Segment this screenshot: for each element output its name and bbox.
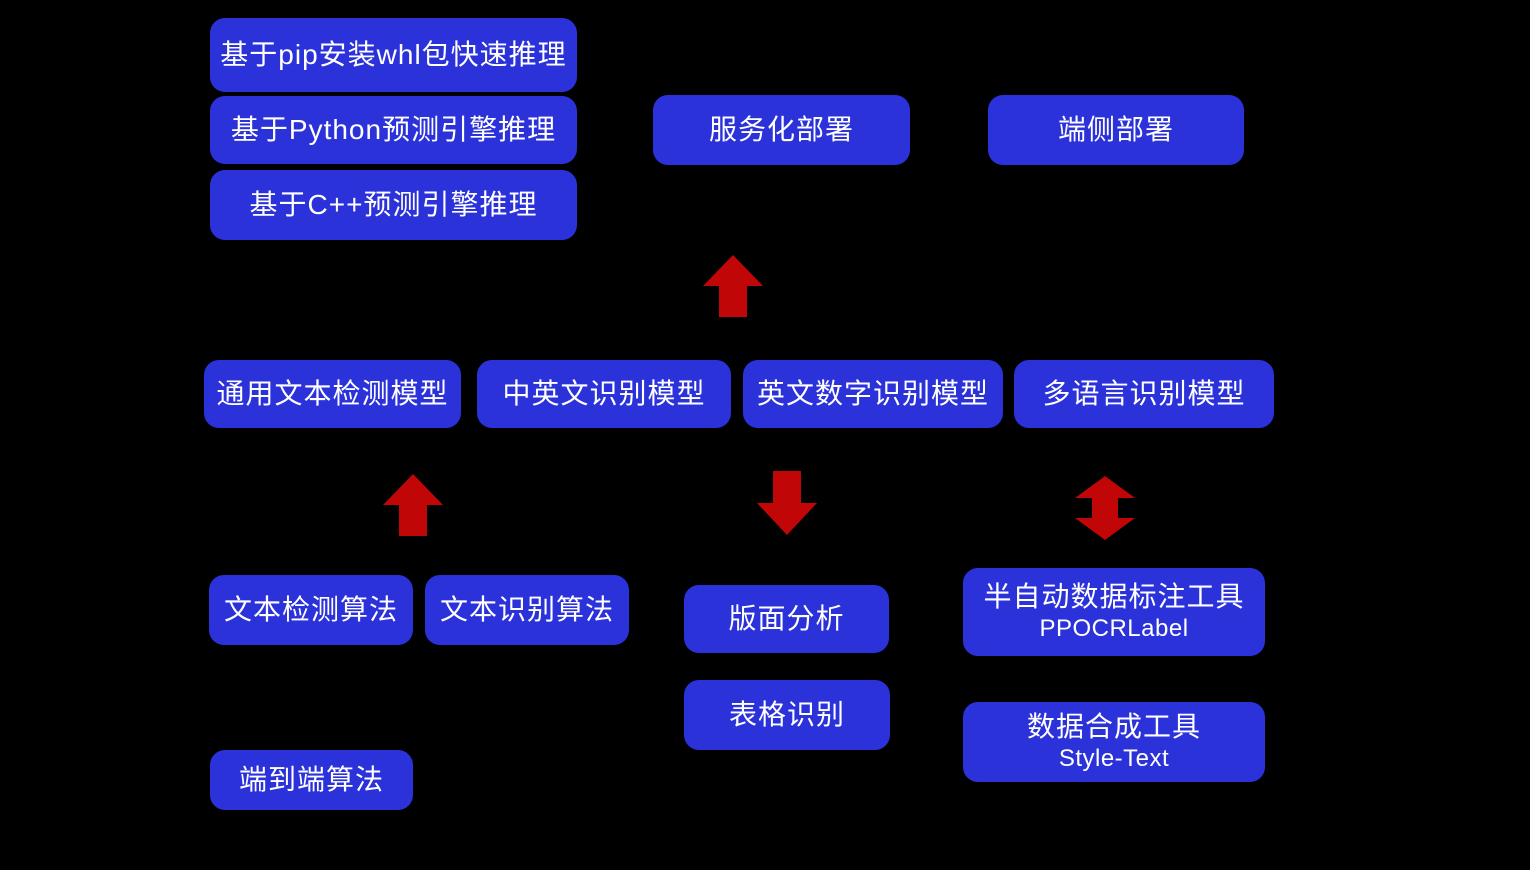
node-serving-deployment: 服务化部署 [653,95,910,165]
node-zh-en-recognition-model: 中英文识别模型 [477,360,731,428]
node-general-text-detection-model: 通用文本检测模型 [204,360,461,428]
node-pip-whl-inference: 基于pip安装whl包快速推理 [210,18,577,92]
node-text-detection-algorithm: 文本检测算法 [209,575,413,645]
node-label: 服务化部署 [708,114,854,146]
up-arrow-icon [383,474,443,536]
node-label: 版面分析 [728,603,845,635]
node-sublabel: Style-Text [1058,745,1170,773]
node-label: 基于Python预测引擎推理 [230,114,557,146]
node-label: 多语言识别模型 [1042,378,1246,410]
node-cpp-engine-inference: 基于C++预测引擎推理 [210,170,577,240]
node-layout-analysis: 版面分析 [684,585,889,653]
node-label: 半自动数据标注工具 [983,580,1245,612]
up-down-arrow-icon [1075,476,1135,540]
node-end-to-end-algorithm: 端到端算法 [210,750,413,810]
node-label: 表格识别 [728,699,845,731]
node-label: 中英文识别模型 [502,378,706,410]
node-label: 端到端算法 [238,764,384,796]
node-sublabel: PPOCRLabel [1039,615,1189,643]
node-label: 基于pip安装whl包快速推理 [220,39,567,71]
node-label: 基于C++预测引擎推理 [249,189,538,221]
node-label: 端侧部署 [1057,114,1174,146]
node-en-number-recognition-model: 英文数字识别模型 [743,360,1003,428]
node-table-recognition: 表格识别 [684,680,890,750]
node-label: 通用文本检测模型 [216,378,449,410]
node-label: 文本检测算法 [223,594,398,626]
node-edge-deployment: 端侧部署 [988,95,1244,165]
node-python-engine-inference: 基于Python预测引擎推理 [210,96,577,164]
node-label: 文本识别算法 [439,594,614,626]
node-multilingual-recognition-model: 多语言识别模型 [1014,360,1274,428]
node-label: 英文数字识别模型 [756,378,989,410]
node-semiauto-labeling-tool-ppocrlabel: 半自动数据标注工具 PPOCRLabel [963,568,1265,656]
node-label: 数据合成工具 [1026,710,1201,742]
up-arrow-icon [703,255,763,317]
node-text-recognition-algorithm: 文本识别算法 [425,575,629,645]
node-data-synthesis-tool-styletext: 数据合成工具 Style-Text [963,702,1265,782]
down-arrow-icon [757,471,817,535]
